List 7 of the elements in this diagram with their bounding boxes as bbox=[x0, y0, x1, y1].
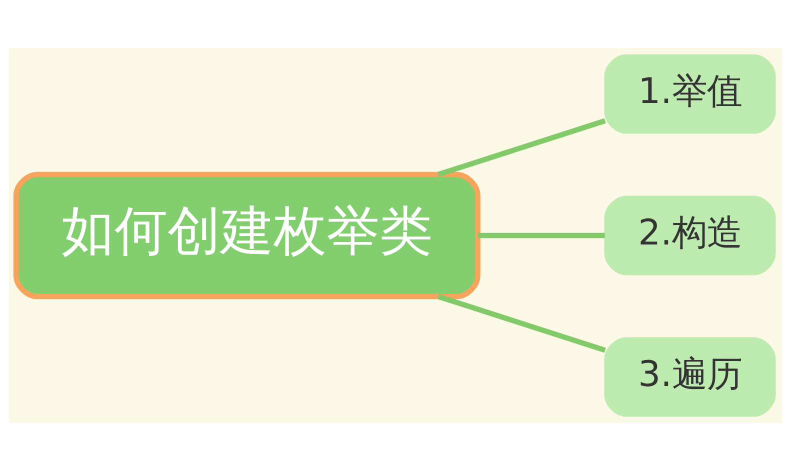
node-box: 3.遍历 bbox=[604, 337, 776, 417]
connector bbox=[437, 118, 606, 177]
node-box: 如何创建枚举类 bbox=[13, 172, 480, 300]
connector bbox=[478, 232, 605, 238]
node-box: 1.举值 bbox=[604, 54, 776, 134]
connector bbox=[437, 294, 606, 353]
node-box: 2.构造 bbox=[604, 196, 776, 276]
